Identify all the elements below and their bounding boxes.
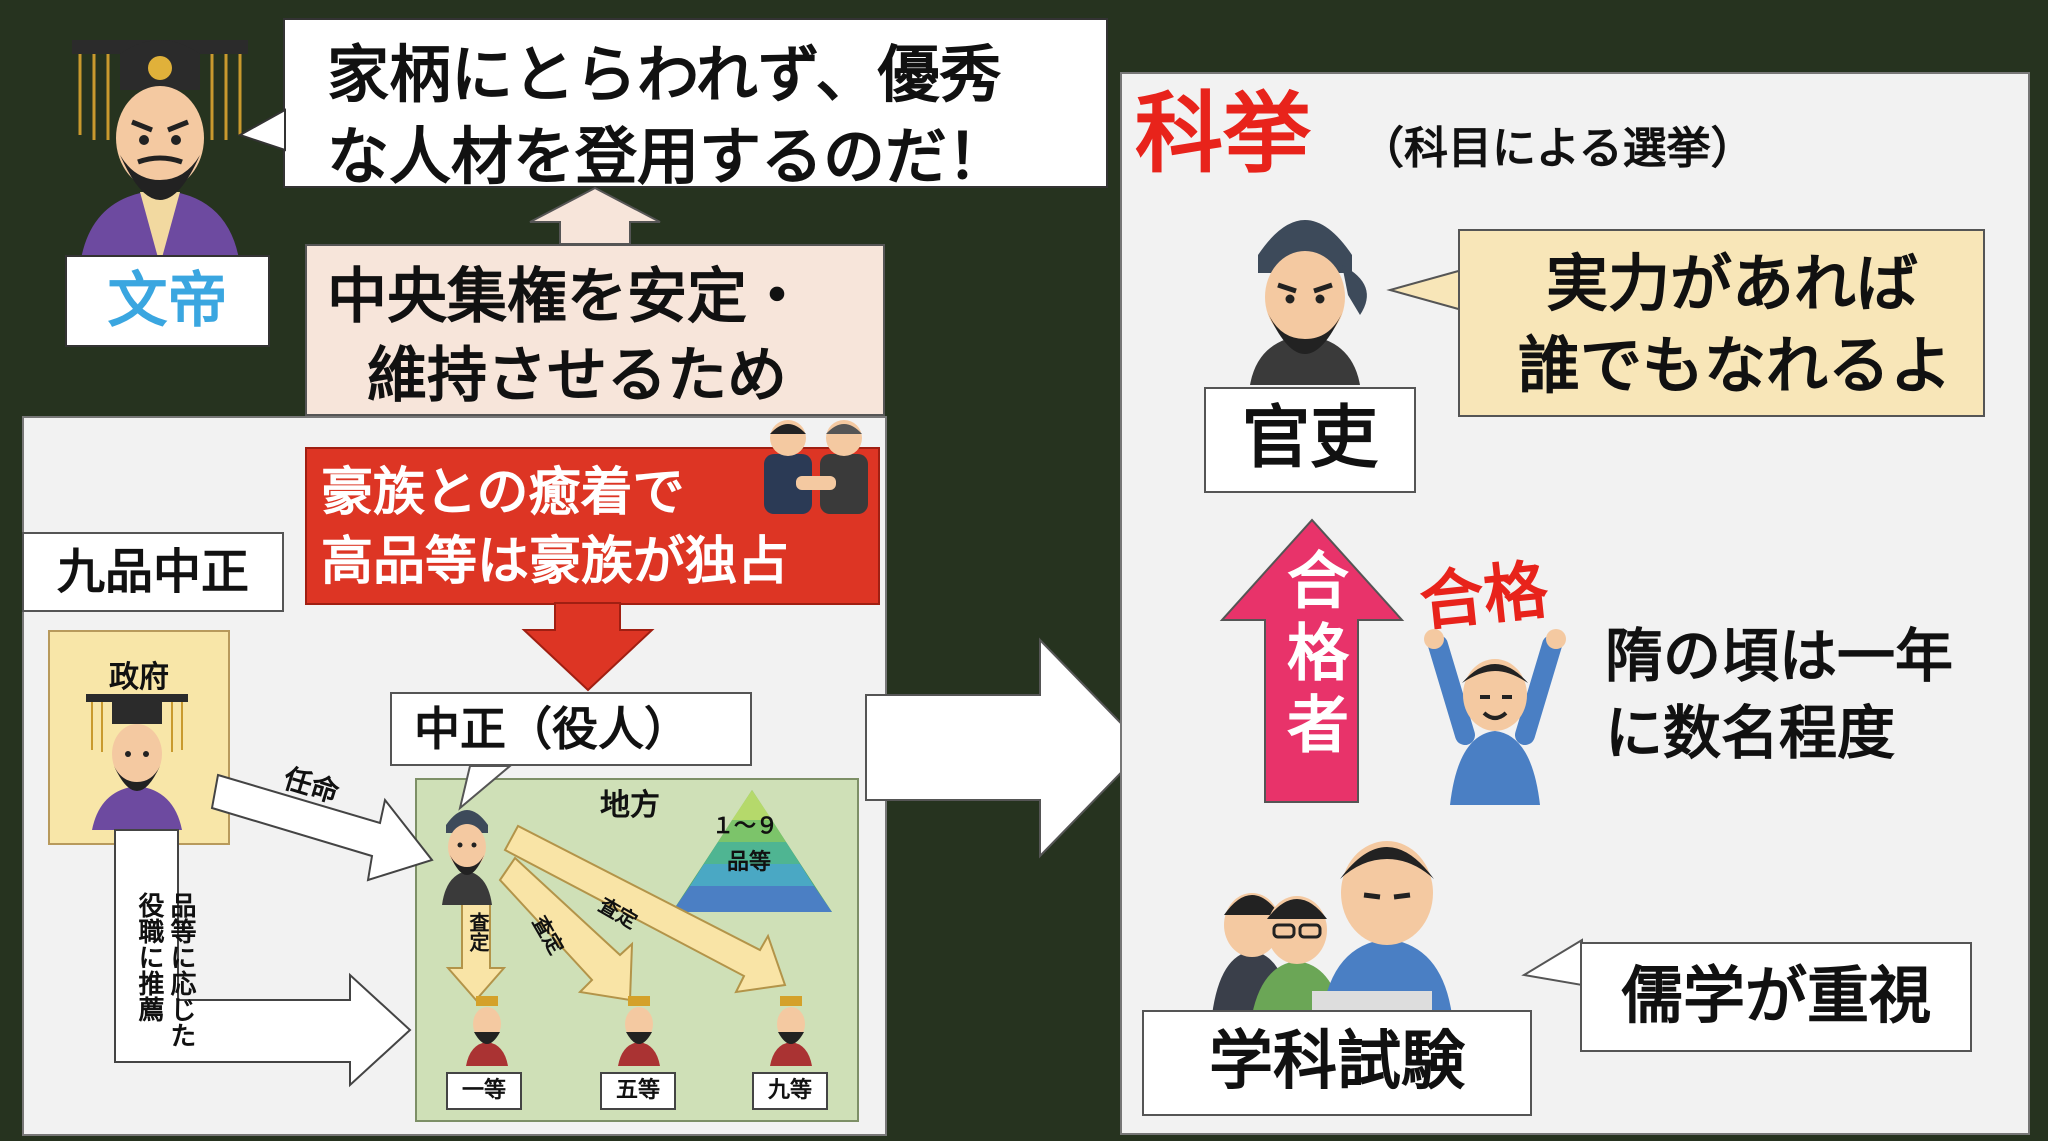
passers-label: 合格者 [1276, 548, 1349, 764]
official-speech-bubble: 実力があれば 誰でもなれるよ [1458, 229, 1985, 417]
chusei-label: 中正（役人） [414, 702, 690, 756]
emperor-speech-bubble: 家柄にとらわれず、優秀 な人材を登用するのだ！ [283, 18, 1108, 193]
exam-students-icon [1212, 815, 1452, 1015]
purpose-line2: 維持させるため [367, 341, 787, 412]
rank-label-box-9: 九等 [752, 1072, 828, 1110]
assess-label-1: 査定 [466, 912, 490, 952]
rank-label-box-1: 一等 [446, 1072, 522, 1110]
official-label: 官吏 [1241, 399, 1378, 478]
emperor-figure [60, 30, 260, 265]
rank-label-1: 一等 [461, 1078, 506, 1103]
kakyo-title: 科挙 [1135, 82, 1312, 185]
pass-note-line1: 隋の頃は一年 [1605, 622, 1954, 690]
pass-note-line2: に数名程度 [1605, 699, 1896, 767]
rank-official-icon-5 [614, 996, 664, 1066]
purpose-line1: 中央集権を安定・ [327, 262, 807, 332]
emperor-name: 文帝 [107, 266, 228, 336]
official-speech-line2: 誰でもなれるよ [1518, 328, 1953, 402]
region-label: 地方 [600, 788, 660, 823]
kakyo-subtitle: （科目による選挙） [1360, 123, 1755, 174]
exam-label-box: 学科試験 [1142, 1010, 1532, 1116]
handshake-icon [756, 414, 876, 514]
emperor-name-box: 文帝 [65, 255, 270, 347]
kyuhin-title-box: 九品中正 [22, 532, 284, 612]
government-label: 政府 [109, 660, 169, 695]
chusei-official-icon [432, 795, 502, 905]
official-label-box: 官吏 [1204, 387, 1416, 493]
rank-label-9: 九等 [767, 1078, 812, 1103]
exam-label: 学科試験 [1209, 1025, 1465, 1099]
purpose-box: 中央集権を安定・ 維持させるため [305, 244, 885, 416]
official-speech-line1: 実力があれば [1546, 247, 1919, 320]
emperor-speech-line1: 家柄にとらわれず、優秀 [327, 38, 1002, 111]
pyramid-label-top: １～９ [712, 814, 779, 839]
problem-line2: 高品等は豪族が独占 [321, 531, 790, 592]
rank-label-box-5: 五等 [600, 1072, 676, 1110]
pyramid-label-bottom: 品等 [727, 850, 772, 875]
official-icon [1230, 195, 1380, 385]
rank-official-icon-9 [766, 996, 816, 1066]
celebrating-person-icon [1410, 625, 1580, 805]
exam-speech: 儒学が重視 [1620, 959, 1931, 1032]
problem-line1: 豪族との癒着で [321, 463, 685, 523]
exam-speech-bubble: 儒学が重視 [1580, 942, 1972, 1052]
rank-label-5: 五等 [615, 1078, 660, 1103]
recommend-label: 品等に応じた役職に推薦 [134, 892, 196, 1048]
chusei-box: 中正（役人） [390, 692, 752, 766]
emperor-speech-line2: な人材を登用するのだ！ [327, 119, 1010, 193]
rank-official-icon-1 [462, 996, 512, 1066]
government-emperor-icon [82, 690, 192, 830]
kyuhin-title: 九品中正 [56, 544, 249, 600]
